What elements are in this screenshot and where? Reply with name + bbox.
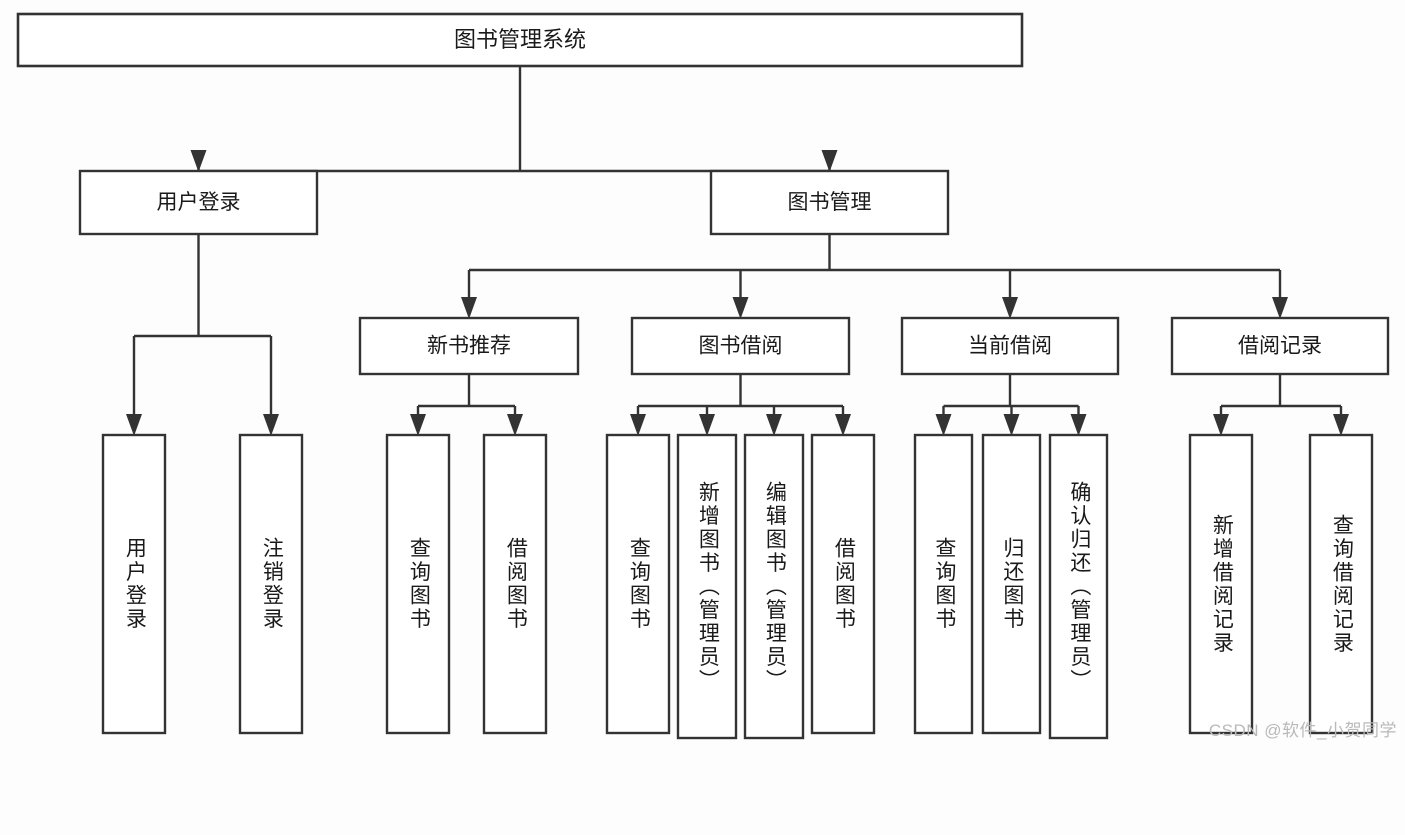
arrow-head: [1070, 414, 1087, 436]
node-box[interactable]: [630, 316, 851, 376]
node-box[interactable]: [1170, 316, 1390, 376]
node-label: 图书管理系统: [454, 27, 586, 52]
node-box[interactable]: [709, 169, 950, 236]
node-box[interactable]: [101, 433, 167, 735]
arrow-head: [1272, 297, 1288, 319]
arrow-head: [1333, 414, 1349, 436]
arrow-head: [821, 150, 838, 172]
node-box[interactable]: [913, 433, 974, 735]
node-label: 借阅记录: [1238, 335, 1322, 358]
node-box[interactable]: [981, 433, 1042, 735]
node-label: 当前借阅: [968, 335, 1052, 358]
arrow-head: [935, 414, 952, 436]
node-new-book-recommend[interactable]: 新书推荐: [358, 316, 580, 376]
node-box[interactable]: [676, 433, 738, 740]
node-box[interactable]: [1188, 433, 1254, 735]
node-box[interactable]: [605, 433, 671, 735]
node-label: 图书借阅: [699, 335, 783, 358]
node-box[interactable]: [78, 169, 319, 236]
arrow-head: [190, 150, 207, 172]
arrow-head: [126, 414, 142, 436]
node-root[interactable]: 图书管理系统: [16, 12, 1024, 68]
arrow-head: [263, 414, 279, 436]
node-label: 用户登录: [157, 191, 241, 214]
arrow-head: [1213, 414, 1229, 436]
node-leaf-query-book-borrow[interactable]: [605, 433, 671, 735]
node-box[interactable]: [810, 433, 876, 735]
arrow-head: [507, 414, 523, 436]
node-label: 图书管理: [788, 191, 872, 214]
node-leaf-logout[interactable]: [238, 433, 304, 735]
arrow-head: [1003, 414, 1020, 436]
connector-group-root: [190, 66, 838, 173]
node-leaf-confirm-return[interactable]: [1048, 433, 1109, 740]
node-box[interactable]: [1048, 433, 1109, 740]
node-box[interactable]: [358, 316, 580, 376]
connector-group-book-borrow: [630, 374, 851, 436]
arrow-head: [766, 414, 782, 436]
node-leaf-query-borrow-record[interactable]: [1308, 433, 1374, 735]
arrow-head: [732, 297, 749, 319]
arrow-head: [835, 414, 851, 436]
arrow-head: [410, 414, 426, 436]
node-book-borrow[interactable]: 图书借阅: [630, 316, 851, 376]
node-box[interactable]: [743, 433, 805, 740]
node-leaf-query-book-recommend[interactable]: [385, 433, 451, 735]
node-leaf-borrow-book[interactable]: [810, 433, 876, 735]
node-current-borrow[interactable]: 当前借阅: [900, 316, 1120, 376]
node-leaf-user-login[interactable]: [101, 433, 167, 735]
node-box[interactable]: [16, 12, 1024, 68]
node-book-management[interactable]: 图书管理: [709, 169, 950, 236]
arrow-head: [699, 414, 715, 436]
arrow-head: [630, 414, 646, 436]
node-box[interactable]: [900, 316, 1120, 376]
watermark: CSDN @软件_小贺同学: [1208, 721, 1397, 740]
node-box[interactable]: [1308, 433, 1374, 735]
connector-group-current-borrow: [935, 374, 1087, 436]
node-leaf-borrow-book-recommend[interactable]: [482, 433, 548, 735]
connector-group-user-login: [126, 234, 279, 436]
connector-group-book-management: [461, 234, 1288, 319]
node-leaf-edit-book[interactable]: [743, 433, 805, 740]
diagram-canvas: 图书管理系统用户登录图书管理新书推荐图书借阅当前借阅借阅记录 用户登录注销登录查…: [16, 12, 1397, 740]
arrow-head: [461, 297, 477, 319]
arrow-head: [1002, 297, 1018, 319]
node-leaf-return-book[interactable]: [981, 433, 1042, 735]
node-box[interactable]: [238, 433, 304, 735]
node-box[interactable]: [385, 433, 451, 735]
node-borrow-record[interactable]: 借阅记录: [1170, 316, 1390, 376]
node-leaf-query-book-current[interactable]: [913, 433, 974, 735]
connector-group-new-book-recommend: [410, 374, 523, 436]
node-leaf-add-book[interactable]: [676, 433, 738, 740]
node-box[interactable]: [482, 433, 548, 735]
node-leaf-add-borrow-record[interactable]: [1188, 433, 1254, 735]
node-label: 新书推荐: [427, 335, 511, 358]
connector-group-borrow-record: [1213, 374, 1349, 436]
node-user-login[interactable]: 用户登录: [78, 169, 319, 236]
